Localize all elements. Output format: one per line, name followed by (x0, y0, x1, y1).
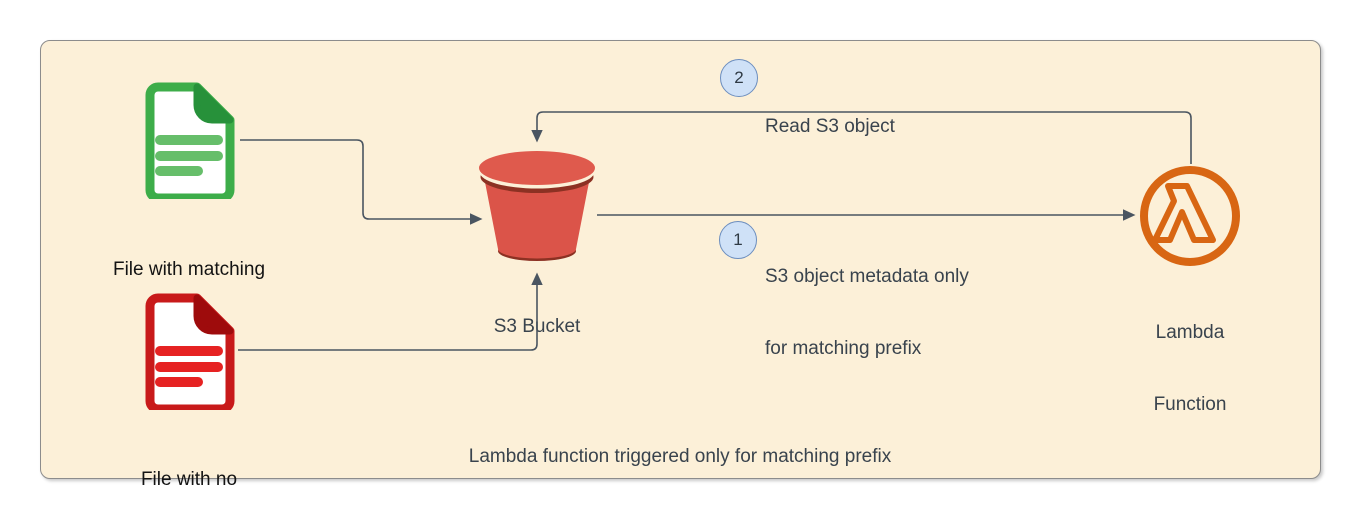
file-no-matching-prefix-label: File with no matching prefix (140, 469, 238, 490)
file-no-matching-prefix-icon[interactable] (140, 290, 238, 414)
diagram-caption: Lambda function triggered only for match… (468, 446, 892, 467)
step-1-text: S3 object metadata only for matching pre… (765, 266, 969, 359)
file-matching-prefix-icon[interactable] (140, 79, 238, 203)
s3-bucket-icon[interactable] (477, 147, 597, 269)
step-2-text: Read S3 object (765, 116, 895, 137)
s3-bucket-label: S3 Bucket (493, 316, 581, 337)
lambda-function-icon[interactable] (1138, 164, 1242, 268)
step-1-badge: 1 (719, 221, 757, 259)
lambda-function-label: Lambda Function (1153, 322, 1227, 415)
step-1-number: 1 (733, 230, 743, 249)
step-2-badge: 2 (720, 59, 758, 97)
step-2-number: 2 (734, 68, 744, 87)
